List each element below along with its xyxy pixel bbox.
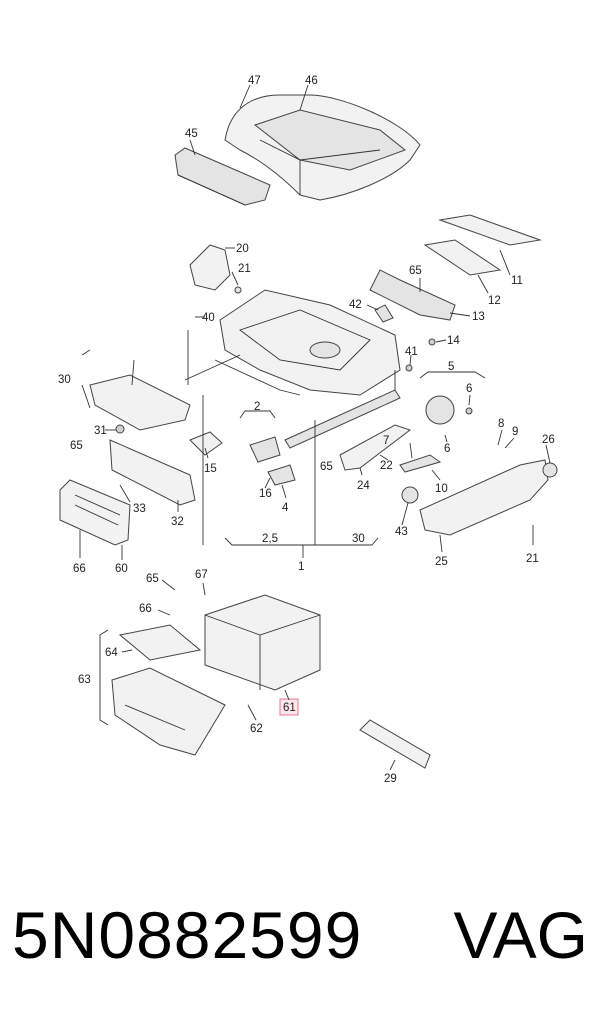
cover-22	[339, 424, 412, 471]
callout-60: 60	[115, 563, 128, 575]
storage-panel-60	[59, 479, 131, 546]
grease-tube-29	[359, 719, 431, 769]
callout-6b: 6	[444, 443, 450, 455]
screw-41	[405, 364, 413, 372]
part-number: 5N0882599	[12, 898, 363, 972]
callout-25: 25	[435, 556, 448, 568]
storage-drawer-assembly	[111, 594, 321, 756]
callout-45: 45	[185, 128, 198, 140]
callout-65c: 65	[320, 461, 333, 473]
callout-62: 62	[250, 723, 263, 735]
callout-64: 64	[105, 647, 118, 659]
clip-16	[267, 464, 296, 486]
callout-65d: 65	[146, 573, 159, 585]
callout-5: 5	[448, 361, 454, 373]
callout-7: 7	[383, 435, 389, 447]
rail-cover-11	[438, 214, 542, 246]
rail-cover-12	[423, 239, 502, 276]
callout-16: 16	[259, 488, 272, 500]
motor-5	[425, 395, 455, 425]
callout-31: 31	[94, 425, 107, 437]
callout-66b: 66	[139, 603, 152, 615]
trim-32	[109, 439, 196, 506]
callout-13: 13	[472, 311, 485, 323]
callout-2-5: 2,5	[262, 533, 278, 545]
brand-name: VAG	[453, 898, 588, 972]
switch-43	[401, 486, 419, 504]
callout-43: 43	[395, 526, 408, 538]
callout-47: 47	[248, 75, 261, 87]
exploded-parts-diagram: 47 46 45 20 21 40 11 65 12 42 13 14 41 5…	[58, 75, 558, 785]
callout-40: 40	[202, 312, 215, 324]
bracket-20	[189, 244, 231, 291]
callout-21: 21	[238, 263, 251, 275]
callout-15: 15	[204, 463, 217, 475]
callout-20: 20	[236, 243, 249, 255]
callout-1: 1	[298, 561, 304, 573]
callout-29: 29	[384, 773, 397, 785]
rail-30	[89, 374, 191, 431]
callout-8: 8	[498, 418, 504, 430]
callout-66: 66	[73, 563, 86, 575]
screw-14	[428, 338, 436, 346]
callout-30: 30	[58, 374, 71, 386]
seat-frame	[184, 289, 401, 449]
callout-22: 22	[380, 460, 393, 472]
callout-30b: 30	[352, 533, 365, 545]
handle-7	[399, 454, 442, 473]
callout-42: 42	[349, 299, 362, 311]
callout-33: 33	[133, 503, 146, 515]
footer: 5N0882599 VAG	[0, 880, 600, 990]
callout-12: 12	[488, 295, 501, 307]
callout-14: 14	[447, 335, 460, 347]
rail-13	[369, 269, 456, 321]
callout-6: 6	[466, 383, 472, 395]
callout-67: 67	[195, 569, 208, 581]
nut-31	[115, 424, 125, 434]
callout-32: 32	[171, 516, 184, 528]
callout-41: 41	[405, 346, 418, 358]
screw-21	[234, 286, 242, 294]
callout-2: 2	[254, 401, 260, 413]
callout-10: 10	[435, 483, 448, 495]
callout-9: 9	[512, 426, 518, 438]
knob-26	[542, 462, 558, 478]
part-42	[374, 304, 394, 323]
callout-11: 11	[511, 275, 523, 287]
seat-cushion-cover	[224, 94, 421, 201]
adjuster-2	[249, 436, 281, 463]
callout-63: 63	[78, 674, 91, 686]
callout-4: 4	[282, 502, 289, 514]
callout-21b: 21	[526, 553, 539, 565]
callout-46: 46	[305, 75, 318, 87]
callout-labels: 47 46 45 20 21 40 11 65 12 42 13 14 41 5…	[58, 75, 555, 785]
screw-6	[465, 407, 473, 415]
callout-65: 65	[409, 265, 422, 277]
callout-65b: 65	[70, 440, 83, 452]
seat-bolster-pad	[174, 147, 271, 206]
callout-24: 24	[357, 480, 370, 492]
side-trim-25	[419, 459, 549, 536]
callout-61-highlighted: 61	[283, 702, 296, 714]
callout-26: 26	[542, 434, 555, 446]
